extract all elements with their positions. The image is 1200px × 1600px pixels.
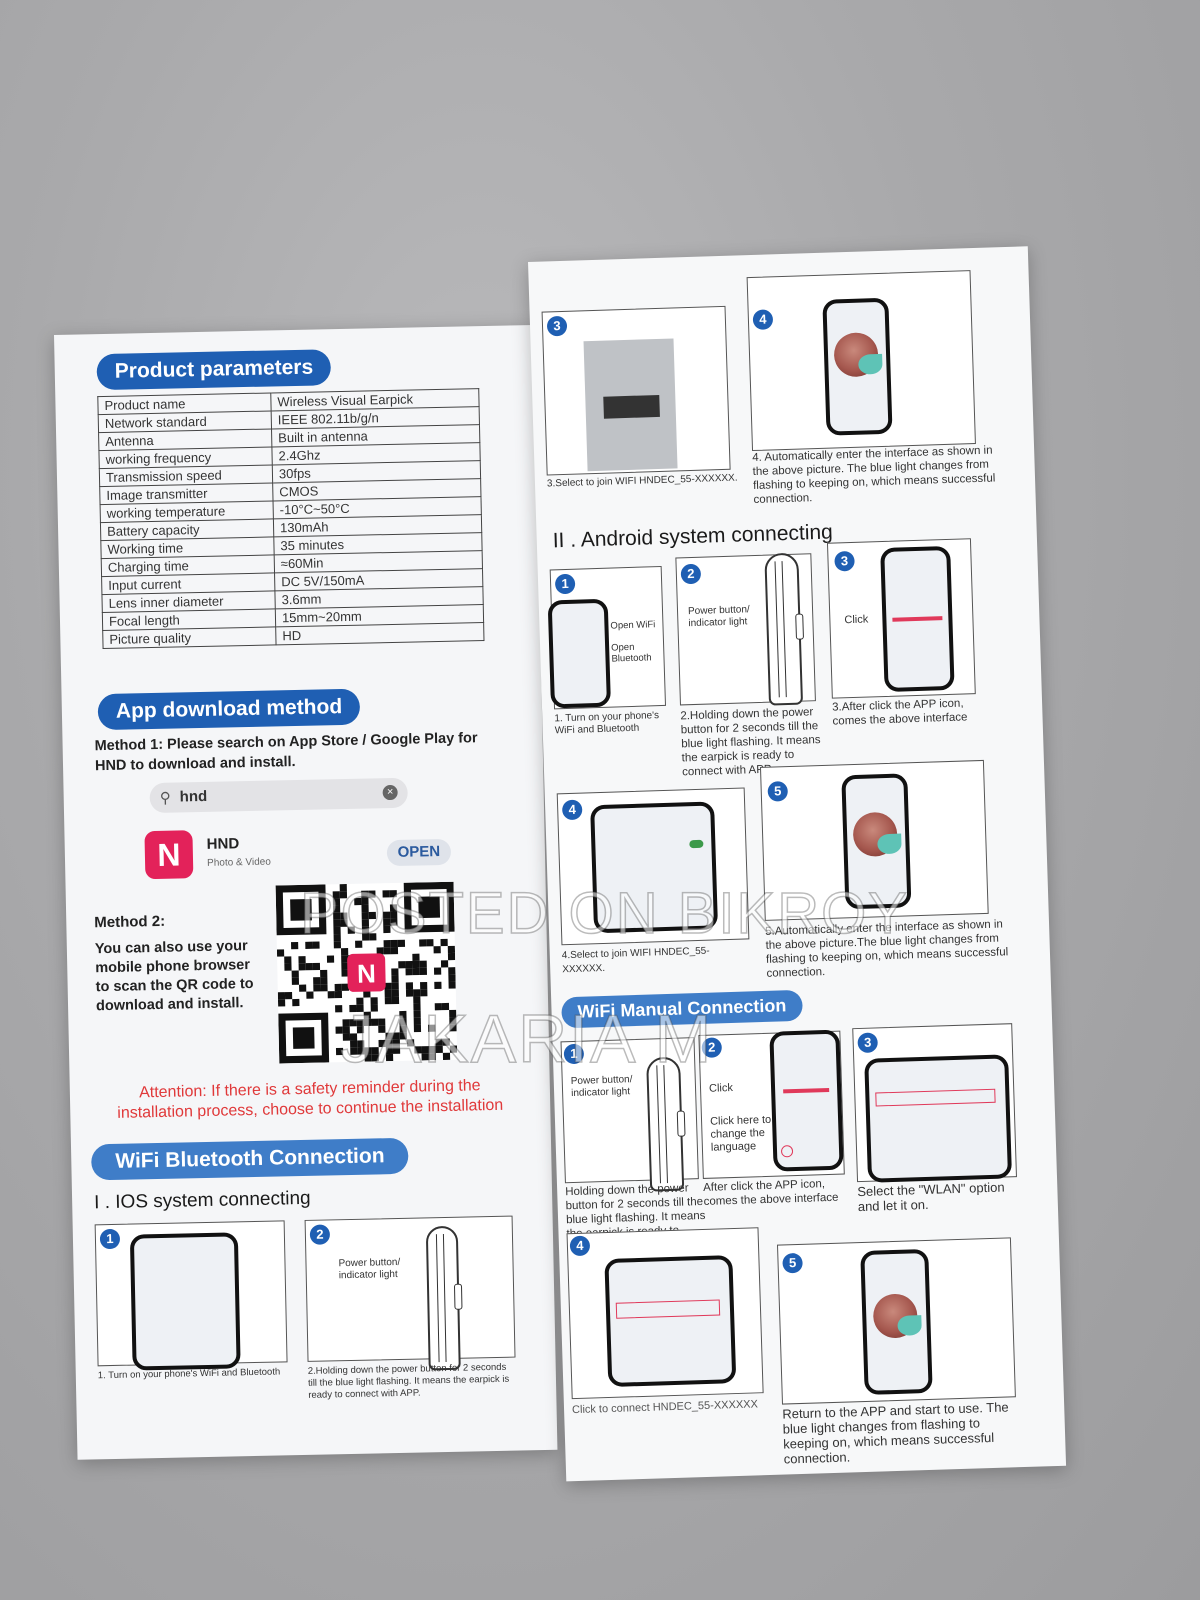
manual-step2-panel: 2 Click Click here to change the languag… <box>698 1029 845 1179</box>
step-number: 2 <box>680 563 702 585</box>
manual-step3-panel: 3 <box>852 1023 1017 1183</box>
params-title: Product parameters <box>96 349 332 391</box>
earpick-illustration <box>764 552 804 706</box>
phone-illustration <box>769 1029 844 1172</box>
ios-step4-panel: 4 <box>746 270 976 452</box>
wifi-bt-title: WiFi Bluetooth Connection <box>90 1137 409 1181</box>
method2-text: You can also use your mobile phone brows… <box>94 938 254 1015</box>
android-step4-caption: 4.Select to join WIFI HNDEC_55-XXXXXX. <box>561 945 710 976</box>
step-number: 2 <box>309 1224 331 1245</box>
param-value: HD <box>275 622 484 645</box>
android-step1-caption: 1. Turn on your phone's WiFi and Bluetoo… <box>554 710 660 737</box>
phone-illustration <box>860 1248 933 1395</box>
step-number: 4 <box>752 309 774 330</box>
app-subtitle: Photo & Video <box>206 856 271 869</box>
manual-step4-caption: Click to connect HNDEC_55-XXXXXX <box>571 1398 759 1417</box>
manual-step3-caption: Select the "WLAN" option and let it on. <box>857 1179 1005 1215</box>
step-number: 1 <box>99 1228 121 1250</box>
android-step3-caption: 3.After click the APP icon, comes the ab… <box>831 697 968 728</box>
open-wifi-label: Open WiFi <box>610 619 656 632</box>
search-text: hnd <box>179 787 208 806</box>
svg-text:N: N <box>357 958 376 988</box>
ear-camera-image <box>872 1293 918 1339</box>
click-label: Click <box>844 613 869 627</box>
open-bt-label: Open Bluetooth <box>610 641 652 665</box>
ios-step2-panel: 2 Power button/ indicator light <box>304 1215 516 1371</box>
phone-illustration <box>880 545 955 693</box>
step-number: 1 <box>554 573 576 595</box>
search-input[interactable]: ⚲ hnd × <box>149 777 408 814</box>
right-page: 3 3.Select to join WIFI HNDEC_55-XXXXXX.… <box>528 246 1067 1482</box>
manual-step5-panel: 5 <box>776 1237 1016 1405</box>
manual-step5-caption: Return to the APP and start to use. The … <box>782 1399 1009 1467</box>
step-number: 4 <box>569 1235 591 1257</box>
phone-illustration <box>129 1232 241 1371</box>
manual-step4-panel: 4 <box>566 1227 764 1400</box>
download-title: App download method <box>97 688 361 731</box>
click-label: Click <box>708 1081 734 1095</box>
android-step2-panel: 2 Power button/ indicator light <box>675 552 816 706</box>
ios-step2-label: Power button/ indicator light <box>338 1256 401 1282</box>
wifi-highlight <box>615 1299 721 1319</box>
android-step1-panel: 1 Open WiFi Open Bluetooth <box>547 565 667 710</box>
clear-icon[interactable]: × <box>382 784 398 801</box>
app-name: HND <box>206 835 240 853</box>
search-icon: ⚲ <box>159 789 171 807</box>
ios-title: I . IOS system connecting <box>93 1187 311 1214</box>
phone-illustration <box>547 598 612 709</box>
param-name: Picture quality <box>102 626 277 649</box>
ios-step1-caption: 1. Turn on your phone's WiFi and Bluetoo… <box>97 1366 281 1382</box>
attention-note: Attention: If there is a safety reminder… <box>117 1077 504 1122</box>
ios-step3-panel: 3 <box>541 305 731 476</box>
step-number: 4 <box>561 799 583 821</box>
ios-step2-caption: 2.Holding down the power button for 2 se… <box>307 1361 510 1401</box>
method2-title: Method 2: <box>94 912 166 932</box>
android-step2-label: Power button/ indicator light <box>687 604 750 630</box>
language-icon <box>780 1145 794 1158</box>
ios-step4-caption: 4. Automatically enter the interface as … <box>752 444 996 507</box>
method1-line2: HND to download and install. <box>94 754 296 775</box>
open-button[interactable]: OPEN <box>386 838 452 867</box>
step-number: 5 <box>782 1252 803 1274</box>
earpick-illustration <box>425 1225 461 1371</box>
ios-step1-panel: 1 <box>94 1220 288 1371</box>
app-icon[interactable]: N <box>144 830 194 880</box>
manual-step2-caption: After click the APP icon, comes the abov… <box>702 1178 839 1208</box>
phone-illustration <box>822 297 893 436</box>
qr-code[interactable]: N <box>275 881 458 1064</box>
android-step3-panel: 3 Click <box>826 538 976 699</box>
ear-camera-image <box>833 332 879 378</box>
method1-line1: Method 1: Please search on App Store / G… <box>94 730 478 755</box>
android-title: II . Android system connecting <box>552 520 834 553</box>
watermark-line2: JAKARIA M <box>339 1000 714 1078</box>
step-number: 3 <box>546 315 568 337</box>
phone-illustration <box>604 1255 737 1388</box>
step-number: 5 <box>767 781 789 802</box>
watermark-line1: POSTED ON BIKROY <box>299 880 909 947</box>
ear-camera-image <box>852 811 898 858</box>
step-number: 3 <box>857 1032 878 1054</box>
wlan-highlight <box>875 1088 996 1107</box>
change-language-label: Click here to change the language <box>709 1113 772 1154</box>
step-number: 3 <box>834 550 855 572</box>
phone-screen-illustration <box>583 338 678 472</box>
phone-illustration <box>864 1054 1013 1183</box>
